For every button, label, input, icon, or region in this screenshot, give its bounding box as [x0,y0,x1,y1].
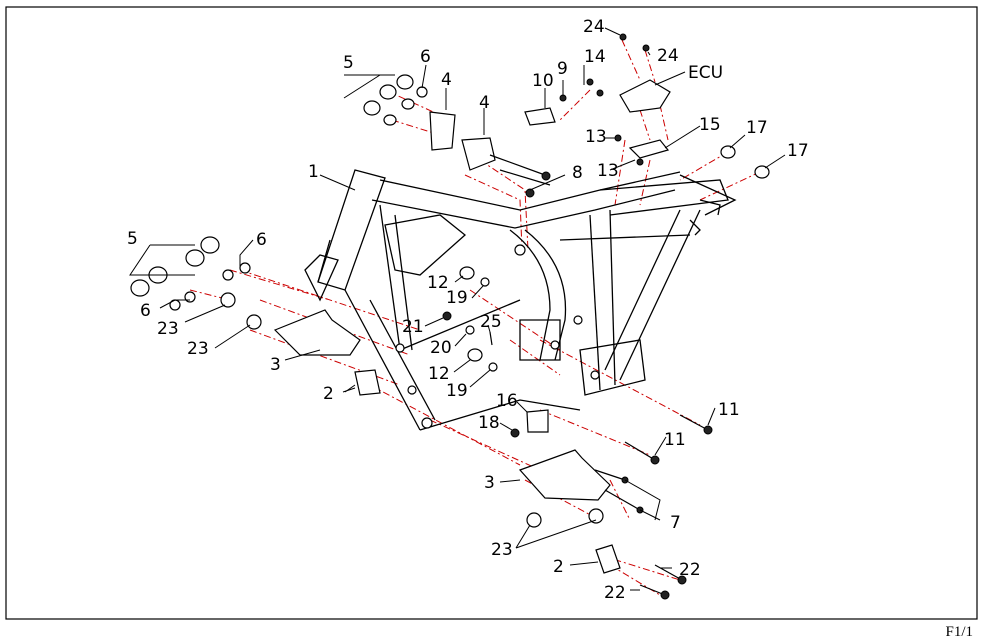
main-frame [304,169,737,431]
callout-19b: 19 [446,381,468,401]
front-engine-mount-hardware [130,236,381,396]
callout-5a: 5 [343,53,354,73]
mount-block-2a [354,369,381,396]
leader-lines [129,27,786,591]
callout-13a: 13 [585,127,607,147]
callout-3b: 3 [484,473,495,493]
callout-12a: 12 [427,273,449,293]
bracket-4a [429,111,456,151]
callout-labels: 24 24 ECU 14 10 9 6 5 4 4 15 17 17 13 13… [127,17,809,603]
diagram-border [5,6,978,620]
callout-22a: 22 [679,560,701,580]
bracket-16 [526,409,549,433]
callout-17b: 17 [787,141,809,161]
callout-11b: 11 [664,430,686,450]
mount-plate-3b [518,449,611,501]
callout-ecu: ECU [688,63,723,83]
mount-plate-3a [273,309,361,356]
callout-23b: 23 [187,339,209,359]
grommet-17b [754,165,770,179]
callout-8: 8 [572,163,583,183]
upper-engine-mount-hardware [363,74,551,198]
callout-4a: 4 [441,70,452,90]
mount-block-2b [595,544,621,574]
callout-17a: 17 [746,118,768,138]
callout-6a: 6 [420,47,431,67]
callout-25: 25 [480,312,502,332]
bracket-4b [461,137,496,171]
rear-engine-mount-hardware [518,414,713,600]
middle-hardware [442,266,549,438]
callout-22b: 22 [604,583,626,603]
callout-20: 20 [430,338,452,358]
grommet-17a [720,145,736,159]
assembly-lines [189,39,761,596]
callout-13b: 13 [597,161,619,181]
callout-12b: 12 [428,364,450,384]
bracket-10 [524,107,556,126]
callout-19a: 19 [446,288,468,308]
callout-10: 10 [532,71,554,91]
sheet-number: F1/1 [945,624,973,640]
callout-24a: 24 [583,17,605,37]
callout-6c: 6 [140,301,151,321]
callout-4b: 4 [479,93,490,113]
callout-1: 1 [308,162,319,182]
callout-23a: 23 [157,319,179,339]
callout-15: 15 [699,115,721,135]
callout-11a: 11 [718,400,740,420]
callout-3a: 3 [270,355,281,375]
callout-2a: 2 [323,384,334,404]
callout-6b: 6 [256,230,267,250]
callout-18: 18 [478,413,500,433]
callout-16: 16 [496,391,518,411]
callout-24b: 24 [657,46,679,66]
callout-21: 21 [402,317,424,337]
ecu-unit [619,79,671,113]
callout-7: 7 [670,513,681,533]
callout-23c: 23 [491,540,513,560]
callout-9: 9 [557,59,568,79]
callout-2b: 2 [553,557,564,577]
callout-5b: 5 [127,229,138,249]
ecu-hardware [524,33,770,179]
callout-14: 14 [584,47,606,67]
ecu-bracket [628,139,670,159]
